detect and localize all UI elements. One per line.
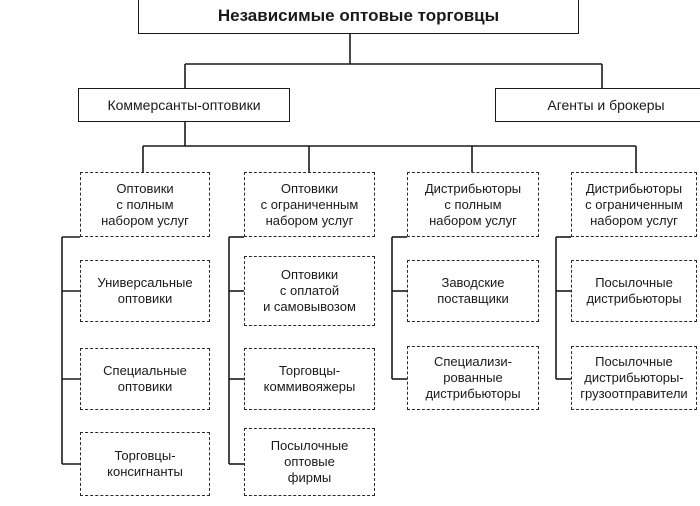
node-label: Оптовики с ограниченным набором услуг [260,180,359,228]
column-header-full-service-wholesalers: Оптовики с полным набором услуг [80,172,210,237]
node-label: Посылочные дистрибьюторы [586,275,682,306]
branch-label: Коммерсанты-оптовики [107,97,261,113]
branch-node-merchant-wholesalers: Коммерсанты-оптовики [78,88,290,122]
node-industrial-distributors: Заводские поставщики [407,260,539,322]
node-mail-order-wholesalers: Посылочные оптовые фирмы [244,428,375,496]
node-label: Заводские поставщики [437,275,509,306]
node-label: Посылочные дистрибьюторы- грузоотправите… [580,354,688,401]
node-label: Универсальные оптовики [97,275,193,306]
node-drop-shippers: Посылочные дистрибьюторы- грузоотправите… [571,346,697,410]
branch-label: Агенты и брокеры [547,97,665,113]
node-cash-and-carry-wholesalers: Оптовики с оплатой и самовывозом [244,256,375,326]
column-header-limited-service-wholesalers: Оптовики с ограниченным набором услуг [244,172,375,237]
root-node: Независимые оптовые торговцы [138,0,579,34]
column-header-full-service-distributors: Дистрибьюторы с полным набором услуг [407,172,539,237]
node-mail-order-distributors: Посылочные дистрибьюторы [571,260,697,322]
node-label: Торговцы- коммивояжеры [263,363,356,394]
node-truck-jobbers: Торговцы- коммивояжеры [244,348,375,410]
node-label: Оптовики с оплатой и самовывозом [263,267,356,314]
node-general-merchandise-wholesalers: Универсальные оптовики [80,260,210,322]
node-label: Торговцы- консигнанты [107,448,183,479]
node-label: Дистрибьюторы с ограниченным набором усл… [585,180,683,228]
node-label: Дистрибьюторы с полным набором услуг [424,180,522,228]
column-header-limited-service-distributors: Дистрибьюторы с ограниченным набором усл… [571,172,697,237]
node-specialized-distributors: Специализи- рованные дистрибьюторы [407,346,539,410]
node-label: Специальные оптовики [103,363,187,394]
node-label: Посылочные оптовые фирмы [270,438,349,485]
node-specialty-wholesalers: Специальные оптовики [80,348,210,410]
node-label: Оптовики с полным набором услуг [101,180,189,228]
node-label: Специализи- рованные дистрибьюторы [425,354,521,401]
node-rack-jobbers: Торговцы- консигнанты [80,432,210,496]
root-label: Независимые оптовые торговцы [217,6,500,25]
branch-node-agents-brokers: Агенты и брокеры [495,88,700,122]
